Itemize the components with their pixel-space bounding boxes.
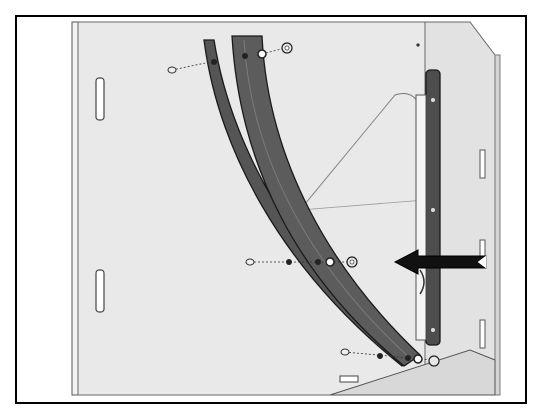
panel-slot	[479, 149, 486, 179]
arrow-tail-notch	[477, 255, 487, 269]
rail-notch	[419, 269, 425, 295]
panel-slot	[95, 269, 105, 313]
panel-hole	[416, 43, 420, 47]
guide-line	[299, 199, 426, 211]
bracket-hole	[431, 328, 435, 332]
guide-line	[299, 94, 396, 211]
vertical-rail	[415, 94, 427, 341]
bracket-hole	[431, 208, 435, 212]
bottom-tray	[329, 349, 496, 396]
nut-top	[257, 42, 293, 59]
panel-slot	[479, 319, 486, 349]
vertical-bracket	[425, 69, 441, 346]
tray-slot	[339, 375, 359, 383]
screw-bottom	[340, 348, 440, 367]
panel-left-edge	[71, 21, 79, 396]
panel-slot	[95, 77, 105, 121]
side-panel-edge	[494, 54, 501, 396]
bracket-hole	[431, 98, 435, 102]
bracket-highlight	[243, 39, 413, 361]
screw-top	[167, 53, 248, 74]
screw-middle	[245, 256, 358, 268]
